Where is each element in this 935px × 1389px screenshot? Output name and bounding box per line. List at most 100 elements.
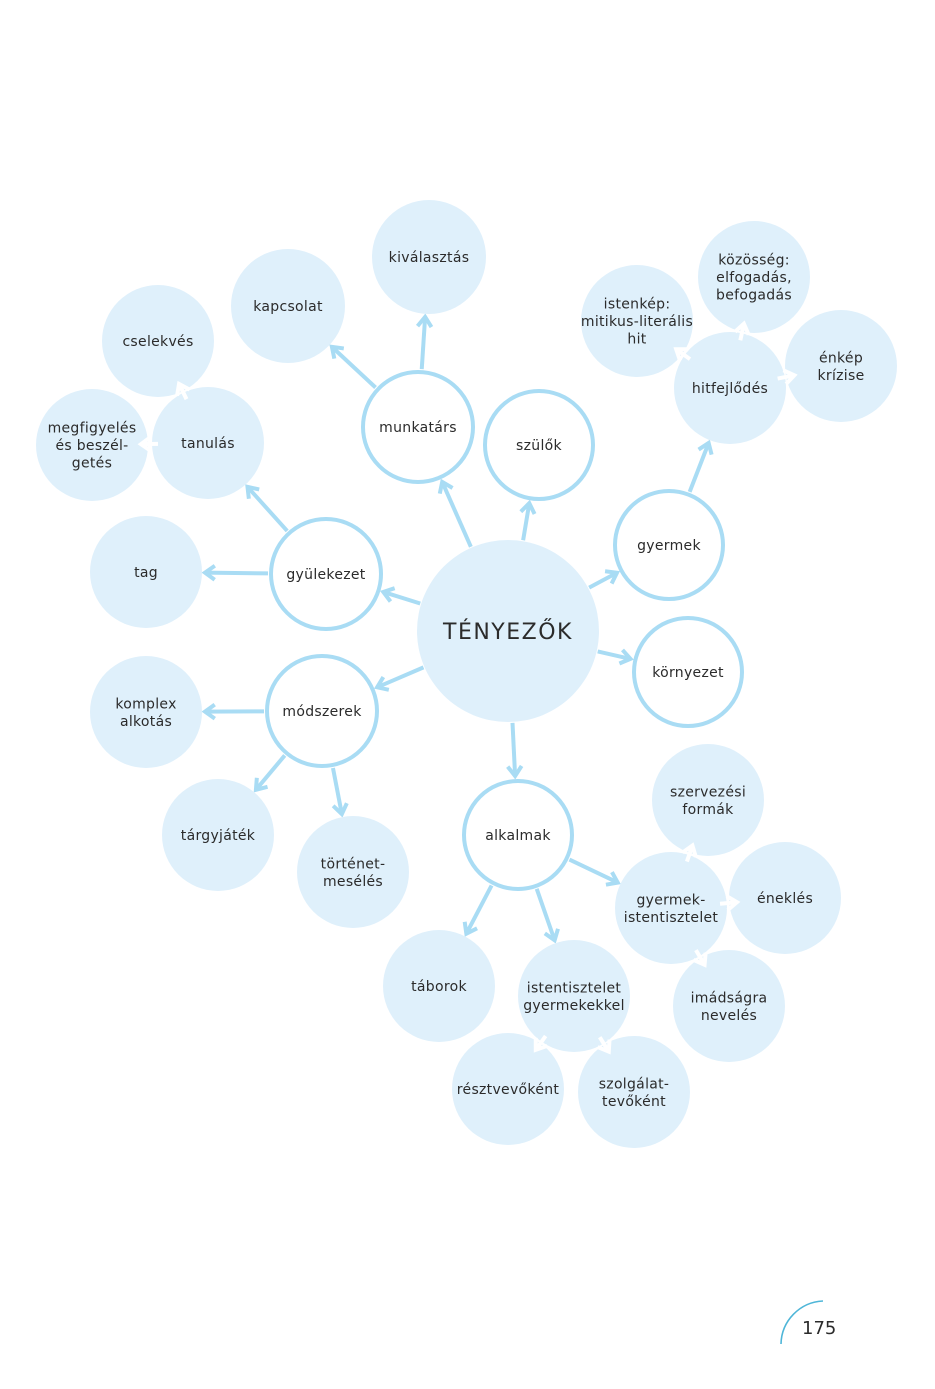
node-label: munkatárs bbox=[379, 420, 457, 436]
node-enekles: éneklés bbox=[729, 842, 841, 954]
arrow-tenyezok-to-modszerek bbox=[373, 665, 425, 692]
arrow-tenyezok-to-gyulekezet bbox=[379, 586, 421, 606]
node-circle bbox=[462, 779, 574, 891]
node-circle bbox=[36, 389, 148, 501]
node-label: tárgyjáték bbox=[181, 828, 256, 844]
node-cselekves: cselekvés bbox=[102, 285, 214, 397]
arrow-gyermek-to-hitfejlodes bbox=[687, 439, 714, 493]
node-modszerek: módszerek bbox=[265, 654, 379, 768]
arrow-modszerek-to-komplex bbox=[201, 703, 265, 721]
arrow-tanulas-to-cselekves bbox=[175, 380, 191, 401]
arrow-gyermek_ist-to-szervezesi bbox=[681, 842, 698, 863]
node-hitfejlodes: hitfejlődés bbox=[674, 332, 786, 444]
node-circle bbox=[652, 744, 764, 856]
node-circle bbox=[152, 387, 264, 499]
node-label: tag bbox=[134, 565, 158, 581]
arrow-hitfejlodes-to-enkep bbox=[777, 368, 798, 386]
node-circle bbox=[578, 1036, 690, 1148]
node-label: szolgálat-tevőként bbox=[599, 1076, 670, 1110]
node-gyermek: gyermek bbox=[613, 489, 725, 601]
node-label: hitfejlődés bbox=[692, 381, 768, 397]
node-circle bbox=[613, 489, 725, 601]
arrow-istentisztelet_gy-to-szolgalattevokent bbox=[596, 1036, 612, 1055]
arrow-modszerek-to-targyjatek bbox=[253, 754, 287, 793]
node-circle bbox=[581, 265, 693, 377]
node-taborok: táborok bbox=[383, 930, 495, 1042]
node-label: gyermek bbox=[637, 538, 701, 554]
node-circle bbox=[785, 310, 897, 422]
arrow-tenyezok-to-szulok bbox=[519, 499, 537, 541]
node-tag: tag bbox=[90, 516, 202, 628]
node-circle bbox=[452, 1033, 564, 1145]
arrow-alkalmak-to-gyermek_ist bbox=[568, 857, 621, 887]
node-circle bbox=[361, 370, 475, 484]
arrow-istentisztelet_gy-to-resztvevokent bbox=[533, 1034, 548, 1053]
arrow-gyulekezet-to-tag bbox=[201, 564, 269, 582]
node-circle bbox=[231, 249, 345, 363]
node-munkatars: munkatárs bbox=[361, 370, 475, 484]
node-szulok: szülők bbox=[483, 389, 595, 501]
node-label: módszerek bbox=[282, 704, 362, 720]
node-kozosseg: közösség:elfogadás,befogadás bbox=[698, 221, 810, 333]
node-label: TÉNYEZŐK bbox=[442, 619, 573, 645]
arrow-alkalmak-to-istentisztelet_gy bbox=[534, 888, 560, 944]
page-corner-arc bbox=[780, 1300, 824, 1345]
page-number: 175 bbox=[802, 1318, 837, 1339]
node-circle bbox=[383, 930, 495, 1042]
node-label: táborok bbox=[411, 979, 467, 995]
node-kornyezet: környezet bbox=[632, 616, 744, 728]
node-label: cselekvés bbox=[122, 334, 193, 350]
node-circle bbox=[673, 950, 785, 1062]
arrow-tenyezok-to-alkalmak bbox=[506, 722, 524, 780]
arrow-gyermek_ist-to-imadsagra bbox=[692, 949, 708, 968]
node-circle bbox=[417, 540, 599, 722]
nodes-layer: TÉNYEZŐK munkatárs szülők gyermek környezet g… bbox=[36, 200, 897, 1148]
arrow-hitfejlodes-to-istenkep bbox=[673, 347, 692, 362]
node-label: gyülekezet bbox=[286, 567, 365, 583]
arrow-tanulas-to-megfigyeles bbox=[137, 435, 159, 453]
node-gyulekezet: gyülekezet bbox=[269, 517, 383, 631]
arrow-tenyezok-to-kornyezet bbox=[597, 648, 634, 666]
arrow-munkatars-to-kapcsolat bbox=[329, 344, 377, 389]
node-circle bbox=[632, 616, 744, 728]
node-label: környezet bbox=[652, 665, 724, 681]
node-tanulas: tanulás bbox=[152, 387, 264, 499]
node-circle bbox=[729, 842, 841, 954]
arrow-hitfejlodes-to-kozosseg bbox=[733, 320, 751, 341]
node-circle bbox=[518, 940, 630, 1052]
node-label: alkalmak bbox=[485, 828, 551, 844]
node-targyjatek: tárgyjáték bbox=[162, 779, 274, 891]
arrow-munkatars-to-kivalasztas bbox=[415, 313, 434, 370]
node-label: tanulás bbox=[181, 436, 235, 452]
node-circle bbox=[102, 285, 214, 397]
node-kapcsolat: kapcsolat bbox=[231, 249, 345, 363]
arrow-gyermek_ist-to-enekles bbox=[719, 894, 741, 912]
node-label: kiválasztás bbox=[389, 250, 470, 266]
node-circle bbox=[674, 332, 786, 444]
node-label: kapcsolat bbox=[253, 299, 323, 315]
node-label: résztvevőként bbox=[457, 1082, 560, 1098]
arrow-tenyezok-to-munkatars bbox=[437, 478, 473, 548]
arrow-gyulekezet-to-tanulas bbox=[245, 484, 289, 533]
node-tenyezok: TÉNYEZŐK bbox=[417, 540, 599, 722]
node-circle bbox=[90, 516, 202, 628]
node-alkalmak: alkalmak bbox=[462, 779, 574, 891]
node-gyermek_ist: gyermek-istentisztelet bbox=[615, 852, 727, 964]
node-label: közösség:elfogadás,befogadás bbox=[716, 253, 792, 304]
arrow-modszerek-to-tortenet bbox=[331, 767, 349, 818]
node-tortenet: történet-mesélés bbox=[297, 816, 409, 928]
node-label: gyermek-istentisztelet bbox=[624, 892, 719, 926]
node-circle bbox=[698, 221, 810, 333]
